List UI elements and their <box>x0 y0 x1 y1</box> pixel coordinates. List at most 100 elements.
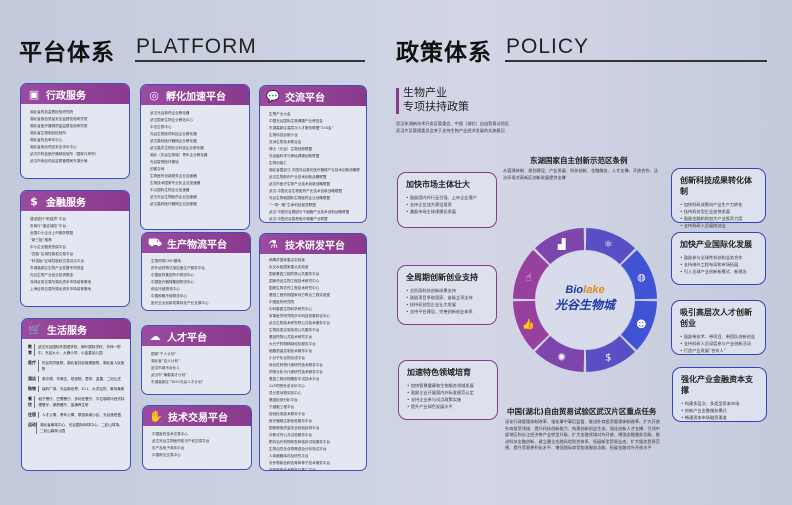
list-item: 武汉光谷生物医药企业加速器 <box>150 195 197 199</box>
bubble-item: 扶持科技型企业加快发展 <box>680 208 757 215</box>
life-places: 稻子餐厅、巴蜀餐厅、多利亚餐厅、平石咖啡中西式料理餐厅、美丽餐厅、富满养生轩 <box>38 397 125 407</box>
bubble-item: 支持海外工程布局和市场拓展 <box>680 261 757 268</box>
list-item: 生物技术国家专业化企业加速器 <box>150 181 201 185</box>
bubble-title: 加快市场主体壮大 <box>406 180 470 189</box>
bubble-item: 鼓励项目争取国家、省级立项支持 <box>406 294 488 301</box>
list-item: 医疗企业创新成果转化产业支撑中心 <box>151 301 209 305</box>
ftz-text: 深化行政管理体制改革、强化事中事后监管、推进外商投资管理体制改革、扩大开放外商投… <box>505 419 660 450</box>
thumbs-up-icon: ☝ <box>526 273 532 284</box>
list-item: 中国种都冷链物流中心 <box>151 294 187 298</box>
list-item: 生物信息实验检测公共服务平台 <box>269 328 320 332</box>
card-title: 金融服务 <box>46 197 86 209</box>
list-item: 武汉高农生物农业科技企业孵化器 <box>150 146 204 150</box>
list-item: 干细胞工程平台 <box>269 405 295 409</box>
list-item: 基因检测分析平台 <box>269 398 298 402</box>
list-item: 武汉市“黄鹤英才计划” <box>151 373 188 377</box>
list-item: 武汉市城市合伙人 <box>151 366 180 370</box>
list-item: 基因药物公共技术研究平台 <box>269 335 313 339</box>
life-category: 餐饮 <box>28 396 36 408</box>
list-item: 肝外泌药物试用加速生产服务平台 <box>151 266 205 270</box>
life-category: 运动 <box>28 422 37 434</box>
list-item: 全国中小企业上市服务联盟 <box>30 231 74 235</box>
list-item: 博士（光谷）生物创新联盟 <box>269 147 313 151</box>
list-item: 湖北省生物制品检验所 <box>30 131 66 135</box>
list-item: 医疗器械注册检验服务平台 <box>269 419 313 423</box>
card-title: 生产物流平台 <box>167 239 227 251</box>
list-item: 农商行“保证保险”平台 <box>30 224 67 228</box>
list-item: 湖北（光谷生物城）青年企业孵化器 <box>150 153 208 157</box>
list-item: 湖北省食品药品安全评价中心 <box>30 145 77 149</box>
policy-title-cn: 政策体系 <box>396 40 492 66</box>
ring-segment <box>534 335 585 372</box>
bubble-item: 鼓励企业开展国内外标准规范认定 <box>407 389 489 396</box>
platform-title-en: PLATFORM <box>136 35 257 58</box>
flask-icon: ⚗ <box>268 237 278 251</box>
ftz-title: 中国(湖北)自由贸易试验区武汉片区重点任务 <box>507 407 657 416</box>
bubble-item: 全阶段科技创新成果支持 <box>406 287 488 294</box>
incubator-icon: ◎ <box>149 88 159 102</box>
list-item: 武汉高科医疗器械企业孵化器 <box>150 139 197 143</box>
bubble-title: 强化产业金融资本支撑 <box>681 375 753 395</box>
list-item: 小分子化合物合成平台 <box>269 356 305 360</box>
list-item: 湖北省“百人计划” <box>151 359 180 363</box>
list-item: 武汉市药品医疗器械检验所（国家口岸所） <box>30 152 99 156</box>
list-item: 武汉市食品药品监督管理局东湖分局 <box>30 159 88 163</box>
policy-underline <box>505 60 767 62</box>
bubble-item: 鼓励带技术、带项目、带团队创新创业 <box>680 333 757 340</box>
list-item: 中国医疗器械集团物流中心 <box>151 280 195 284</box>
life-row: 购物保利广场、光谷新世界、K11、大洋百货、奥特莱斯 <box>22 384 130 394</box>
card-exchange: 💬交流平台 生物产业大会中国光谷国际生物健康产业博览会东湖高新区高层次人才服务联… <box>259 85 367 223</box>
list-item: 病毒学国家重点实验室 <box>269 258 305 262</box>
logo-bio: Bio <box>565 284 584 296</box>
policy-desc: 武汉东湖新技术开发区管委会、中国（湖北）自由贸易试验区 武汉片区管理委员会关于支… <box>396 121 509 134</box>
card-title: 技术研发平台 <box>285 240 345 252</box>
list-item: 大分子药物精制纯化服务平台 <box>269 342 316 346</box>
list-item: 武汉生物制剂产业技术创新战略联盟 <box>269 175 327 179</box>
life-places: 保利广场、光谷新世界、K11、大洋百货、奥特莱斯 <box>42 387 125 391</box>
bubble-item: 加快智慧健康和生物服务领域发展 <box>407 382 489 389</box>
card-title: 人才平台 <box>167 332 207 344</box>
bubble-title: 全周期创新创业支持 <box>406 273 478 282</box>
list-item: 创客空间 <box>150 167 165 171</box>
regulation-title: 东湖国家自主创新示范区条例 <box>530 156 628 165</box>
life-row: 医疗光谷同济医院、湖北省妇幼保健医院、湖北省人民医院 <box>22 358 130 374</box>
list-item: 光谷生物城国际生物医药企业战略联盟 <box>269 196 331 200</box>
life-category: 购物 <box>28 386 39 392</box>
list-item: 中国医药集团华中物流中心 <box>151 273 195 277</box>
list-item: 武汉·中国光谷基因与干细胞产业技术创新战略联盟 <box>269 210 350 214</box>
list-item: 亚洲生物技术联合会 <box>269 140 302 144</box>
life-category: 住宿 <box>28 412 39 418</box>
list-item: 杂交水稻国家重点实验室 <box>269 265 309 269</box>
list-item: 中小企业融资担保平台 <box>30 245 66 249</box>
bubble-item: 激励市场主体规模化发展 <box>406 208 488 215</box>
ring-segment <box>585 335 636 372</box>
card-title: 技术交易平台 <box>168 412 228 424</box>
life-places: 湖北省黄球中心、光谷国际网球中心、二妃山球场、二妃山森林公园 <box>39 423 123 433</box>
people-icon: ☻ <box>636 318 646 330</box>
list-item: 光谷脑科学与神经健康创新联盟 <box>269 154 320 158</box>
list-item: 武汉·中国光谷智慧医疗健康产业联盟 <box>269 217 328 221</box>
life-places: 光谷同济医院、湖北省妇幼保健医院、湖北省人民医院 <box>41 361 125 371</box>
bubble-item: 畅通资本市场融资渠道 <box>681 414 758 421</box>
list-item: 中国医药研究院 <box>269 300 295 304</box>
bubble-item: 打造产业发展“合伙人” <box>680 347 757 354</box>
list-item: 中国光谷国际生物健康产业博览会 <box>269 119 323 123</box>
lightbulb-icon: ✺ <box>557 352 565 363</box>
card-title: 交流平台 <box>285 92 325 104</box>
policy-bubble: 强化产业金融资本支撑构建多层次、多类型资本市场创新产业金融服务模式畅通资本市场融… <box>672 367 767 422</box>
bubble-item: 引入全球产业创新新模式、新理念 <box>680 268 757 275</box>
list-item: 国家基因工程药物公共服务平台 <box>269 272 320 276</box>
ring-segment <box>620 300 657 351</box>
list-item: 东湖高新区高层次人才服务联盟“333会” <box>269 126 334 130</box>
header-accent-bar <box>396 88 399 114</box>
life-category: 医疗 <box>28 360 39 372</box>
list-item: 中国医药技术交易中心 <box>152 432 188 436</box>
life-places: 人才公寓、青年公寓、联投新城小区、光谷渔悦荟 <box>42 413 122 417</box>
list-item: 人体细胞库存及研究平台 <box>269 454 309 458</box>
bubble-item: 鼓励参与全球性科技和业务合作 <box>680 254 757 261</box>
policy-bubble: 吸引高层次人才创新创业鼓励带技术、带项目、带团队创新创业支持科研人员深度参与产业… <box>671 300 766 355</box>
life-places: 希尔顿、华美达、铂宫院、君亭、金盾、二妃山庄 <box>42 377 122 381</box>
bubble-item: 支持平台建设，完善创新创业体系 <box>406 308 488 315</box>
logo-lake: lake <box>583 284 605 296</box>
globe-icon: ◍ <box>637 273 646 284</box>
